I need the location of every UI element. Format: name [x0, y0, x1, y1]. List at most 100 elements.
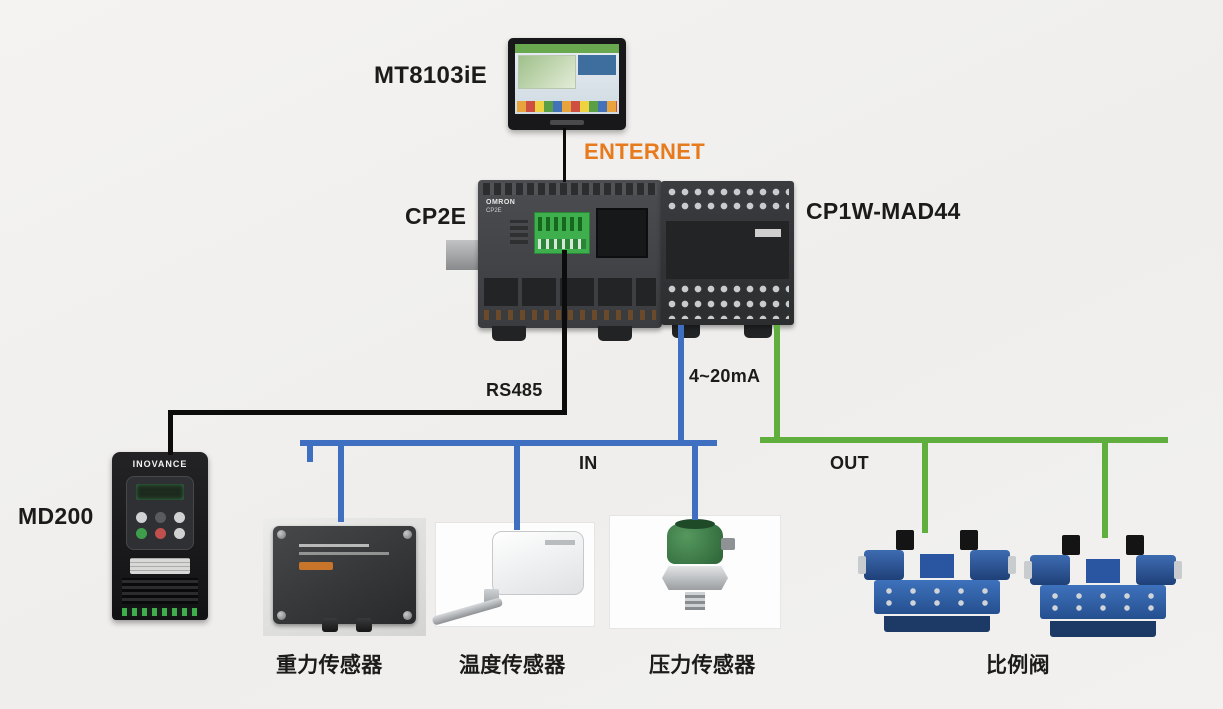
- plc-mount-foot: [492, 326, 526, 341]
- plc-brand-text: OMRON: [486, 199, 516, 206]
- out-feed-line: [774, 325, 780, 440]
- pressure-sensor-cap: [675, 519, 715, 529]
- pressure-sensor-label: 压力传感器: [649, 654, 756, 677]
- screw-icon: [277, 530, 286, 539]
- screw-icon: [277, 611, 286, 620]
- vfd-label: MD200: [18, 503, 94, 529]
- screw-icon: [403, 611, 412, 620]
- hmi-screen-header: [515, 44, 619, 53]
- out-drop-valve-1: [922, 443, 928, 533]
- hmi-screen: [515, 44, 619, 114]
- valve-base-plate: [1050, 621, 1156, 637]
- vfd-lcd-display: [136, 484, 184, 500]
- vfd-vent-slots: [122, 578, 198, 604]
- vfd-key: [173, 527, 185, 539]
- cable-gland: [321, 618, 338, 632]
- in-drop-temperature: [514, 446, 520, 530]
- vfd-keypad: [133, 507, 187, 543]
- vfd-keypad-panel: [126, 476, 194, 550]
- in-bus-line: [300, 440, 717, 446]
- ethernet-line: [563, 128, 566, 182]
- valve-solenoid: [864, 550, 904, 580]
- vfd-key: [173, 511, 185, 523]
- in-drop-pressure: [692, 446, 698, 520]
- plc-device: OMRON CP2E: [478, 180, 662, 328]
- pressure-sensor-hex-body: [662, 566, 728, 590]
- vfd-key: [154, 511, 166, 523]
- rs485-line-vertical: [562, 250, 567, 413]
- plc-bottom-terminals: [484, 310, 656, 320]
- vfd-stop-key: [154, 527, 166, 539]
- expansion-bottom-terminals: [666, 281, 789, 319]
- valve-connector-plug: [1126, 535, 1144, 555]
- expansion-module-label: CP1W-MAD44: [806, 198, 961, 224]
- gravity-sensor-photo: [263, 518, 426, 636]
- temperature-sensor-head: [492, 531, 584, 595]
- gravity-box-logo: [299, 562, 333, 570]
- vfd-device: INOVANCE: [112, 452, 208, 620]
- plc-display-window: [596, 208, 648, 258]
- valve-end-cap: [1024, 561, 1032, 579]
- out-bus-line: [760, 437, 1168, 443]
- valve-connector-plug: [1062, 535, 1080, 555]
- plc-mount-foot: [598, 326, 632, 341]
- gravity-junction-box: [273, 526, 416, 632]
- temperature-sensor-label: 温度传感器: [459, 654, 566, 677]
- plc-model-text: CP2E: [486, 208, 502, 214]
- plc-status-leds: [510, 220, 528, 244]
- gravity-box-print-line: [299, 544, 369, 547]
- pressure-sensor-photo: [610, 516, 780, 628]
- gravity-sensor-label: 重力传感器: [276, 654, 383, 677]
- vfd-terminal-strip: [122, 608, 198, 616]
- expansion-center-panel: [666, 221, 789, 279]
- temperature-brand-mark: [545, 540, 575, 545]
- valve-end-cap: [858, 556, 866, 574]
- analog-feed-line: [678, 325, 684, 444]
- proportional-valve-1: [858, 528, 1016, 632]
- din-rail: [446, 240, 480, 270]
- pressure-sensor-connector: [721, 538, 735, 550]
- plc-label: CP2E: [405, 203, 467, 229]
- expansion-top-terminals: [666, 185, 789, 215]
- valve-body: [1040, 585, 1166, 619]
- valve-solenoid: [1136, 555, 1176, 585]
- vfd-run-key: [135, 527, 147, 539]
- vfd-key: [135, 511, 147, 523]
- plc-top-terminals: [483, 183, 657, 195]
- hmi-device: [508, 38, 626, 130]
- plc-bottom-connectors: [484, 278, 656, 306]
- valve-connector-plug: [896, 530, 914, 550]
- cable-gland: [355, 618, 372, 632]
- plc-green-terminal: [534, 212, 590, 254]
- gravity-box-print-line: [299, 552, 389, 555]
- temperature-probe: [431, 597, 504, 626]
- hmi-screen-image: [518, 55, 576, 89]
- expansion-module-device: [661, 181, 794, 325]
- valve-base-plate: [884, 616, 990, 632]
- analog-signal-label: 4~20mA: [689, 366, 761, 386]
- temperature-sensor-photo: [431, 523, 594, 626]
- hmi-brand-mark: [550, 120, 584, 125]
- in-drop-gravity: [338, 446, 344, 522]
- screw-icon: [403, 530, 412, 539]
- hmi-screen-toolbar: [517, 101, 617, 112]
- hmi-screen-panel: [578, 55, 616, 75]
- valve-center-block: [1086, 559, 1120, 583]
- valve-body: [874, 580, 1000, 614]
- proportional-valve-label: 比例阀: [986, 654, 1050, 677]
- expansion-mount-foot: [672, 323, 700, 338]
- vfd-rating-sticker: [130, 558, 190, 574]
- pressure-sensor-head: [667, 519, 735, 564]
- out-bus-label: OUT: [830, 453, 869, 473]
- hmi-label: MT8103iE: [374, 62, 488, 89]
- valve-end-cap: [1008, 556, 1016, 574]
- rs485-line-horizontal: [168, 410, 567, 415]
- rs485-label: RS485: [486, 380, 543, 400]
- valve-solenoid: [1030, 555, 1070, 585]
- rs485-line-drop-vfd: [168, 410, 173, 455]
- ethernet-label: ENTERNET: [584, 139, 705, 164]
- pressure-sensor-thread: [685, 592, 705, 610]
- vfd-brand-text: INOVANCE: [132, 459, 188, 469]
- valve-solenoid: [970, 550, 1010, 580]
